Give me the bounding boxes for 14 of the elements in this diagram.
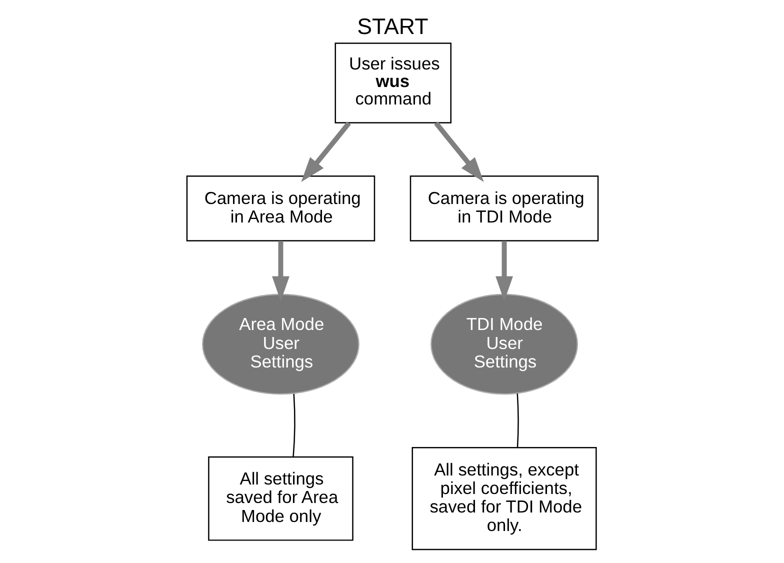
connector	[292, 394, 295, 458]
node-box: All settings, except pixel coefficients, saved for TDI Mode only.	[411, 447, 596, 550]
node-ellipse: Area Mode User Settings	[202, 294, 359, 395]
node-label: START	[356, 14, 428, 39]
node-box: User issues wus command	[334, 42, 451, 124]
node-box: Camera is operating in TDI Mode	[409, 176, 598, 242]
arrow	[434, 122, 484, 182]
node-ellipse: TDI Mode User Settings	[430, 294, 578, 395]
arrow	[495, 240, 512, 302]
arrow	[272, 240, 289, 302]
node-box: All settings saved for Area Mode only	[208, 456, 353, 541]
connector	[516, 393, 518, 448]
node-box: Camera is operating in Area Mode	[186, 176, 375, 242]
arrow	[300, 122, 350, 182]
